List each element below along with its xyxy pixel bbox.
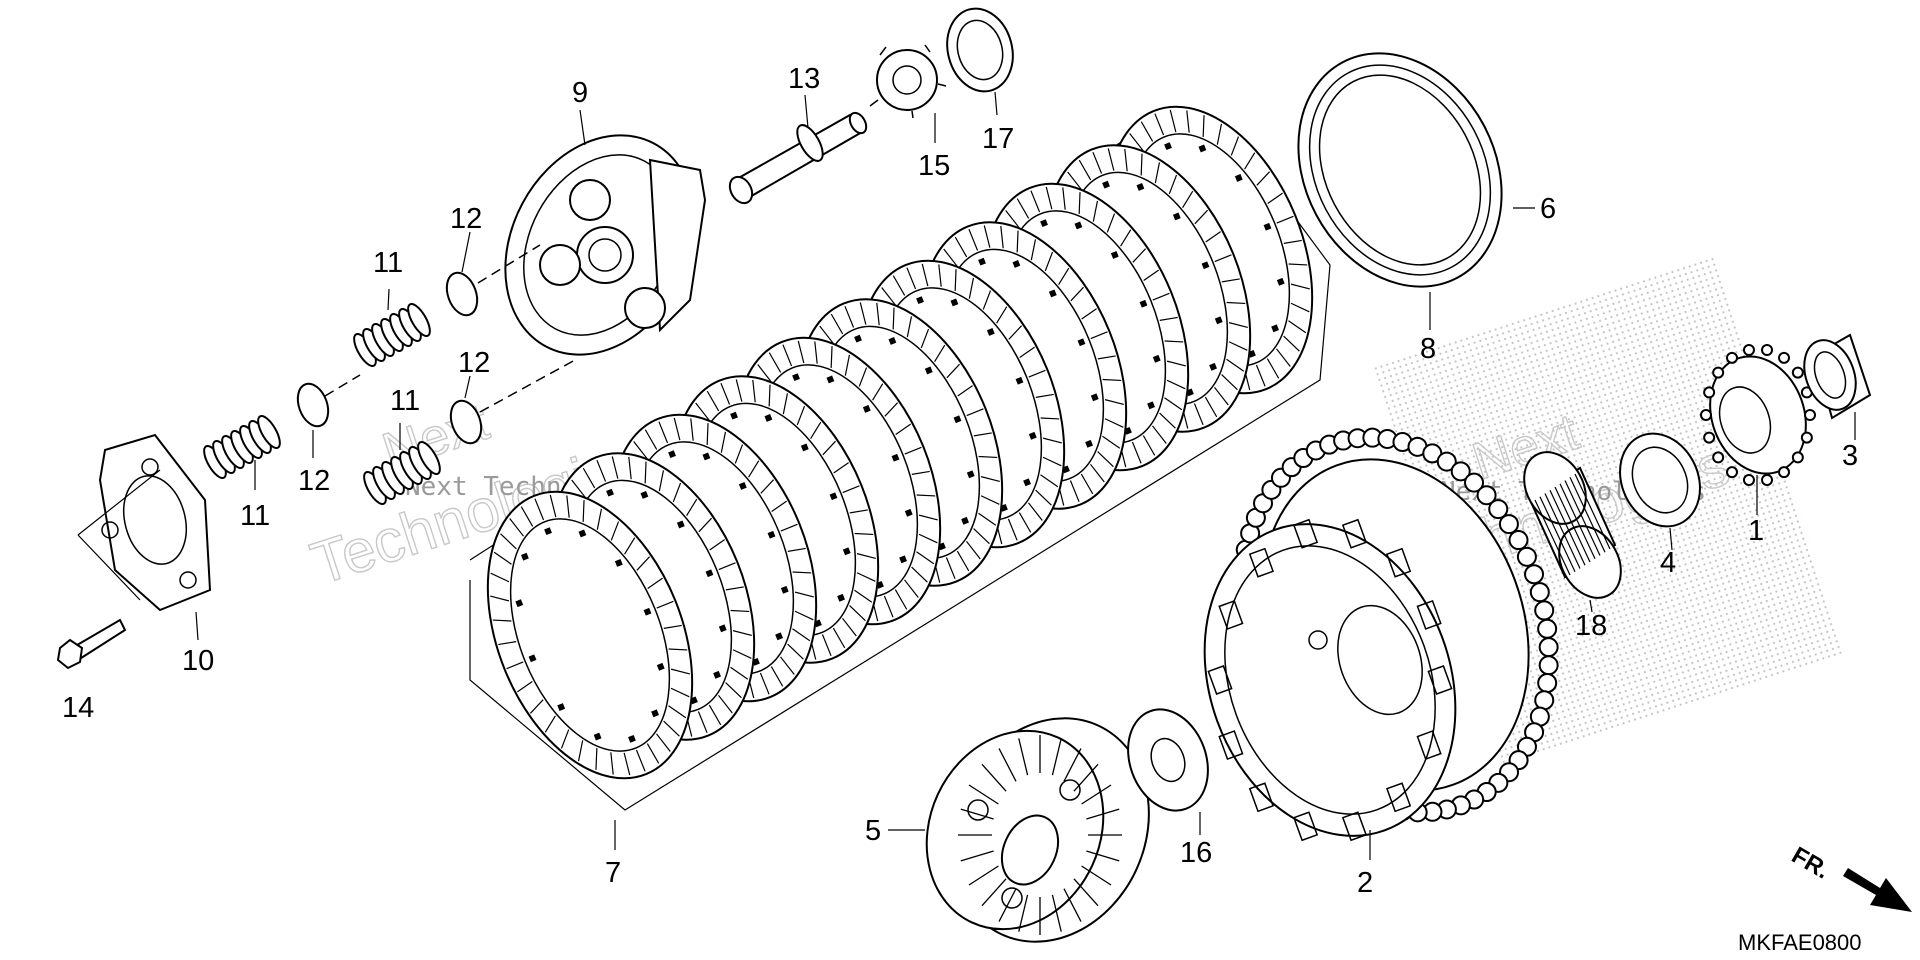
part-7-clutch-plate-stack bbox=[469, 105, 1331, 811]
sprocket-teeth bbox=[1700, 344, 1816, 486]
callout-9: 9 bbox=[572, 77, 588, 109]
callout-11-mid: 11 bbox=[390, 385, 420, 417]
part-17-washer bbox=[946, 7, 1014, 93]
callout-16: 16 bbox=[1180, 837, 1212, 869]
part-5-clutch-center bbox=[925, 717, 1150, 943]
callout-5: 5 bbox=[865, 815, 881, 847]
bearing-needles bbox=[1534, 473, 1611, 576]
callout-labels: 9 13 15 17 6 8 12 11 12 11 12 11 10 14 7… bbox=[62, 63, 1858, 899]
direction-label: FR. bbox=[1787, 842, 1834, 885]
callout-18: 18 bbox=[1575, 610, 1607, 642]
diagram-code: MKFAE0800 bbox=[1738, 930, 1862, 955]
callout-14: 14 bbox=[62, 692, 94, 724]
callout-13: 13 bbox=[788, 63, 820, 95]
part-2-clutch-outer bbox=[1203, 427, 1559, 842]
clutch-outer-slots bbox=[1207, 518, 1453, 842]
callout-12-lower: 12 bbox=[298, 465, 330, 497]
part-18-needle-bearing bbox=[1523, 451, 1622, 599]
leader-lines bbox=[195, 91, 1856, 860]
part-3-bushing bbox=[1803, 333, 1872, 420]
spring-lower bbox=[363, 441, 441, 505]
callout-10: 10 bbox=[182, 645, 214, 677]
part-13-push-rod bbox=[728, 111, 868, 205]
part-15-lifter-piece bbox=[869, 44, 947, 119]
clutch-plates bbox=[486, 105, 1314, 780]
part-11-12-springs-washers bbox=[203, 244, 576, 505]
spring-left bbox=[203, 415, 281, 479]
callout-2: 2 bbox=[1357, 867, 1373, 899]
part-6-8-rings bbox=[1297, 52, 1503, 288]
callout-3: 3 bbox=[1842, 440, 1858, 472]
part-10-lifter-plate bbox=[77, 433, 212, 612]
part-9-pressure-plate bbox=[504, 134, 707, 356]
callout-12-upper: 12 bbox=[450, 203, 482, 235]
callout-6: 6 bbox=[1540, 193, 1556, 225]
clutch-plate bbox=[486, 490, 694, 780]
callout-4: 4 bbox=[1660, 547, 1676, 579]
callout-17: 17 bbox=[982, 123, 1014, 155]
front-direction-indicator: FR. bbox=[1787, 842, 1912, 912]
direction-arrow-icon bbox=[1843, 868, 1912, 912]
callout-15: 15 bbox=[918, 150, 950, 182]
callout-11-upper: 11 bbox=[373, 247, 403, 279]
part-16-thrust-washer bbox=[1127, 708, 1209, 812]
clutch-center-splines bbox=[958, 735, 1122, 935]
part-14-bolt bbox=[56, 618, 127, 670]
spring-upper bbox=[353, 303, 431, 367]
callout-11-lower: 11 bbox=[240, 500, 270, 532]
callout-12-mid: 12 bbox=[458, 347, 490, 379]
part-4-collar bbox=[1619, 432, 1701, 528]
callout-8: 8 bbox=[1420, 333, 1436, 365]
callout-1: 1 bbox=[1748, 515, 1764, 547]
part-1-sprocket bbox=[1700, 344, 1816, 486]
callout-7: 7 bbox=[605, 857, 621, 889]
